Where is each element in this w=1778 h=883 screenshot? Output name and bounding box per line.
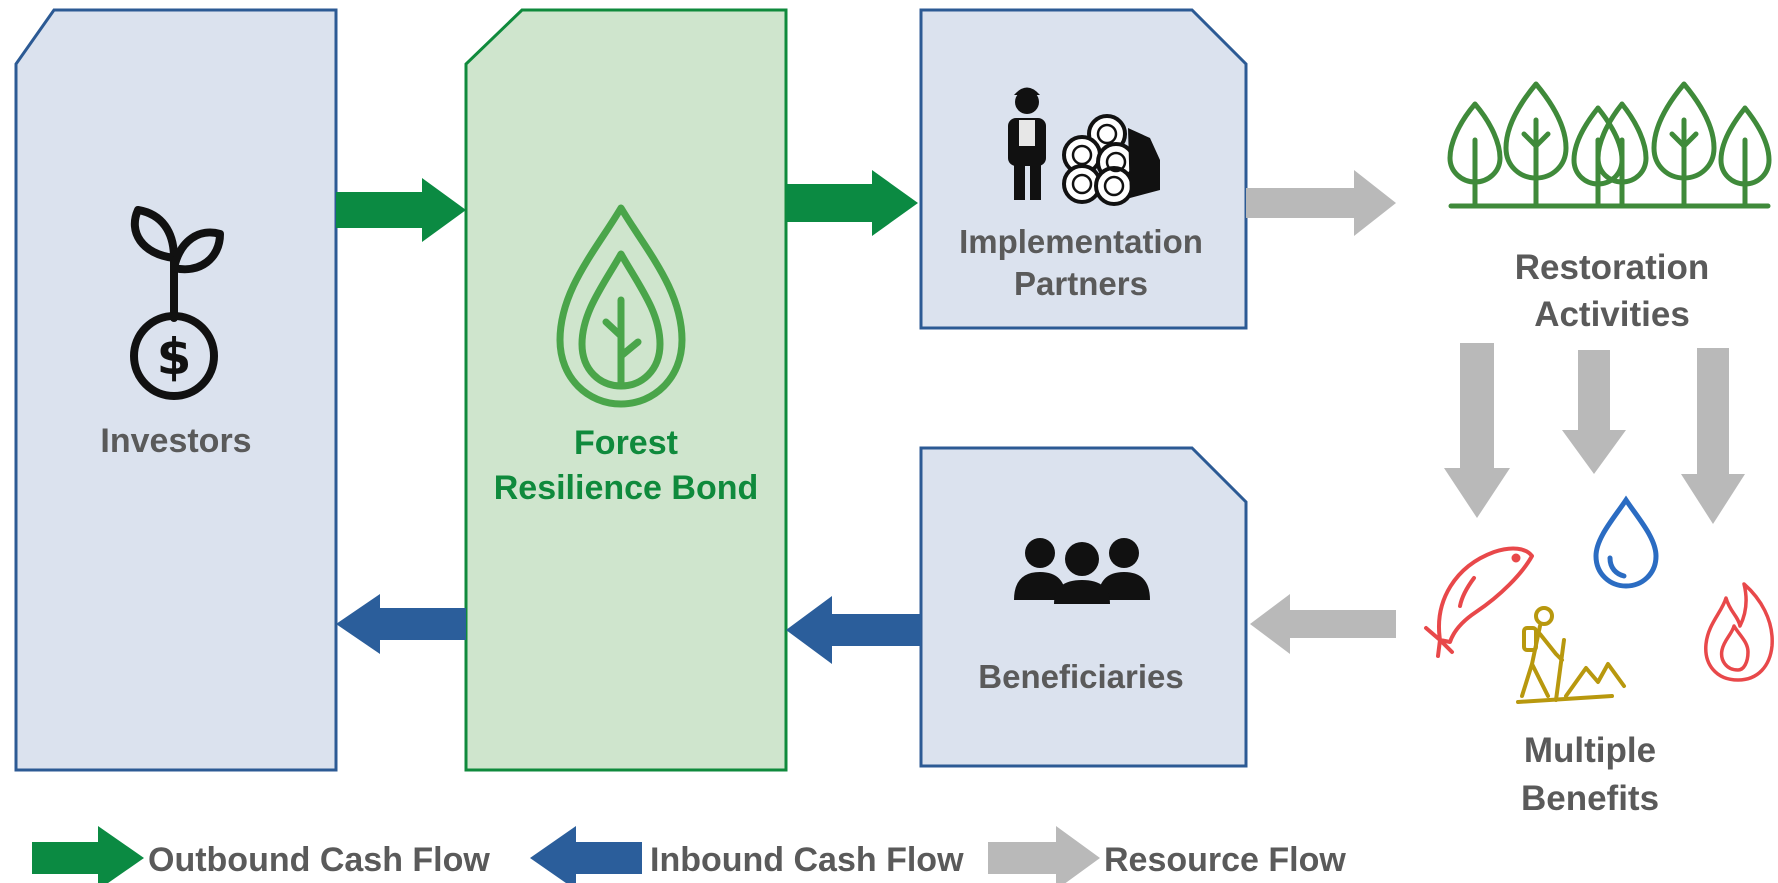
legend-resource-label: Resource Flow [1104,841,1346,879]
arrow-investors-to-bond [336,178,466,242]
arrow-beneficiaries-to-bond [786,596,921,664]
fire-icon [1704,582,1774,682]
seedling-dollar-icon: $ [130,206,224,400]
legend: Outbound Cash Flow Inbound Cash Flow Res… [32,826,1346,883]
beneficiaries-node: Beneficiaries [919,446,1248,768]
investors-node: $ Investors [14,8,338,772]
trees-icon [1447,81,1772,209]
people-group-icon [1014,538,1150,604]
worker-logs-icon [1008,87,1160,206]
restoration-node: Restoration Activities [1447,81,1772,334]
water-drop-icon [1593,495,1659,589]
investors-box [14,8,338,772]
fish-icon [1424,546,1534,658]
legend-inbound-label: Inbound Cash Flow [650,841,964,879]
bond-box [464,8,788,772]
flow-arrows [336,170,1745,664]
restoration-label-line2: Activities [1534,295,1690,334]
beneficiaries-label: Beneficiaries [978,658,1183,695]
legend-outbound-label: Outbound Cash Flow [148,841,490,879]
benefits-node: Multiple Benefits [1424,495,1774,818]
legend-inbound-swatch [530,826,642,883]
partners-label-line1: Implementation [959,223,1203,260]
legend-resource-swatch [988,826,1100,883]
beneficiaries-box [919,446,1248,768]
svg-text:$: $ [157,328,192,386]
bond-node: Forest Resilience Bond [464,8,788,772]
arrow-bond-to-partners [786,170,918,236]
partners-node: Implementation Partners [919,8,1248,330]
arrow-restoration-to-fire [1681,348,1745,524]
benefits-label-line1: Multiple [1524,731,1656,770]
arrow-restoration-to-fish [1444,343,1510,518]
leaf-drop-icon [556,204,686,408]
benefits-label-line2: Benefits [1521,779,1659,818]
investors-label: Investors [100,422,251,460]
restoration-label-line1: Restoration [1515,248,1709,287]
hiker-icon [1516,606,1626,704]
arrow-partners-to-restoration [1246,170,1396,236]
bond-label-line2: Resilience Bond [494,469,759,507]
arrow-restoration-to-water [1562,350,1626,474]
arrow-benefits-to-beneficiaries [1250,594,1396,654]
bond-label-line1: Forest [574,424,678,462]
partners-label-line2: Partners [1014,265,1148,302]
arrow-bond-to-investors [336,594,466,654]
legend-outbound-swatch [32,826,144,883]
